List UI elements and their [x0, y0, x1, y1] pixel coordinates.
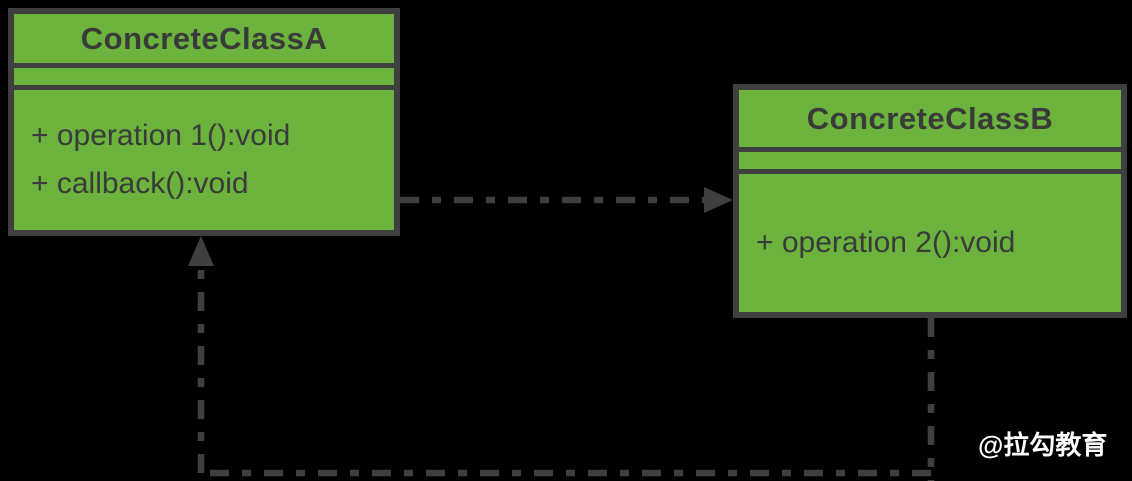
dependency-arrowhead-into-a [188, 236, 214, 266]
class-operations-compartment: + operation 1():void + callback():void [14, 90, 394, 230]
class-attributes-compartment [739, 152, 1121, 174]
operation-label: + operation 2():void [756, 226, 1016, 259]
class-attributes-compartment [14, 68, 394, 90]
class-box-concreteclassa: ConcreteClassA + operation 1():void + ca… [8, 8, 400, 236]
class-operations-compartment: + operation 2():void [739, 174, 1121, 312]
watermark-text: @拉勾教育 [978, 430, 1108, 460]
dependency-arrowhead-into-b [704, 187, 733, 213]
operation-label: + operation 1():void [31, 119, 291, 152]
class-title: ConcreteClassB [739, 90, 1121, 152]
class-title: ConcreteClassA [14, 14, 394, 68]
operation-label: + callback():void [31, 167, 249, 200]
class-box-concreteclassb: ConcreteClassB + operation 2():void [733, 84, 1127, 318]
